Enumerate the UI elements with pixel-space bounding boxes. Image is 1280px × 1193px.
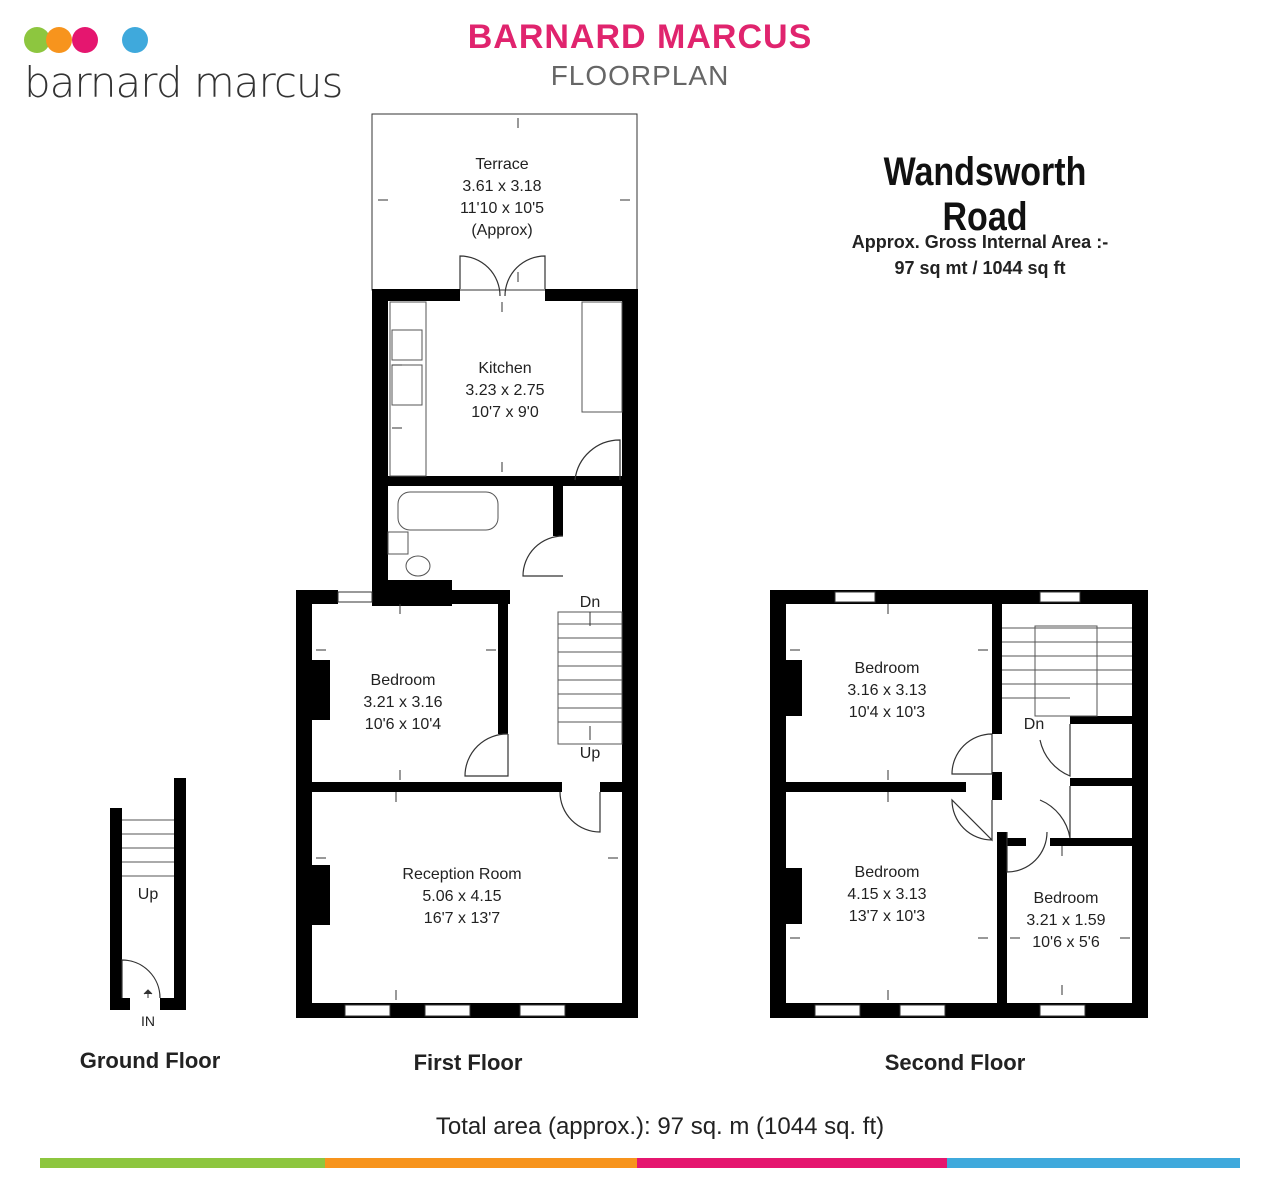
stairs [122, 611, 1132, 877]
logo-dot-orange [46, 27, 72, 53]
gia-label: Approx. Gross Internal Area :- [851, 232, 1109, 252]
room-kitchen: Kitchen 3.23 x 2.75 10'7 x 9'0 [445, 358, 565, 424]
windows [337, 591, 1086, 1017]
room-imperial: 13'7 x 10'3 [848, 908, 926, 925]
walls [110, 289, 1148, 1018]
room-imperial: 16'7 x 13'7 [423, 910, 501, 927]
room-metric: 5.06 x 4.15 [422, 888, 502, 905]
stair-up-first: Up [579, 745, 601, 762]
room-imperial: 10'4 x 10'3 [848, 704, 926, 721]
brand-subtitle: FLOORPLAN [550, 60, 730, 91]
footer-bar-green [40, 1158, 325, 1168]
room-metric: 3.21 x 3.16 [363, 694, 443, 711]
room-name: Bedroom [854, 660, 920, 677]
room-terrace: Terrace 3.61 x 3.18 11'10 x 10'5 (Approx… [440, 154, 564, 242]
gia-value: 97 sq mt / 1044 sq ft [894, 258, 1066, 278]
room-metric: 4.15 x 3.13 [847, 886, 927, 903]
floor-label-first: First Floor [413, 1050, 523, 1075]
room-name: Bedroom [854, 864, 920, 881]
room-bedroom-2b: Bedroom 4.15 x 3.13 13'7 x 10'3 [827, 862, 947, 928]
room-name: Reception Room [402, 866, 522, 883]
terrace-outline [371, 113, 638, 291]
room-name: Bedroom [370, 672, 436, 689]
property-address: Wandsworth Road [883, 150, 1087, 239]
room-metric: 3.16 x 3.13 [847, 682, 927, 699]
room-metric: 3.23 x 2.75 [465, 382, 545, 399]
room-bedroom-2c: Bedroom 3.21 x 1.59 10'6 x 5'6 [1010, 888, 1122, 954]
brand-title: BARNARD MARCUS [467, 18, 813, 56]
footer-bar-magenta [637, 1158, 947, 1168]
kitchen-fixtures [387, 301, 623, 577]
room-bedroom-first: Bedroom 3.21 x 3.16 10'6 x 10'4 [343, 670, 463, 736]
floor-label-second: Second Floor [884, 1050, 1026, 1075]
room-bedroom-2a: Bedroom 3.16 x 3.13 10'4 x 10'3 [827, 658, 947, 724]
room-imperial: 10'7 x 9'0 [471, 404, 539, 421]
dimension-markers [143, 118, 1130, 1000]
stair-dn-first: Dn [579, 594, 601, 611]
logo-dot-magenta [72, 27, 98, 53]
room-metric: 3.61 x 3.18 [462, 178, 542, 195]
room-name: Kitchen [478, 360, 532, 377]
footer-bar-blue [947, 1158, 1240, 1168]
stair-dn-second: Dn [1023, 716, 1045, 733]
floor-label-ground: Ground Floor [79, 1048, 221, 1073]
footer-bar-orange [325, 1158, 637, 1168]
room-imperial: 10'6 x 5'6 [1032, 934, 1100, 951]
logo-text: barnard marcus [24, 58, 343, 107]
room-imperial: 11'10 x 10'5 [459, 200, 545, 217]
logo-dot-green [24, 27, 50, 53]
room-reception: Reception Room 5.06 x 4.15 16'7 x 13'7 [382, 864, 542, 930]
stair-up-ground: Up [137, 886, 159, 903]
room-imperial: 10'6 x 10'4 [364, 716, 442, 733]
logo-dot-blue [122, 27, 148, 53]
room-note: (Approx) [471, 222, 533, 239]
entrance-label: IN [141, 1013, 155, 1029]
doors [121, 255, 1071, 999]
total-area: Total area (approx.): 97 sq. m (1044 sq.… [435, 1113, 885, 1140]
room-metric: 3.21 x 1.59 [1026, 912, 1106, 929]
room-name: Bedroom [1033, 890, 1099, 907]
room-name: Terrace [475, 156, 529, 173]
